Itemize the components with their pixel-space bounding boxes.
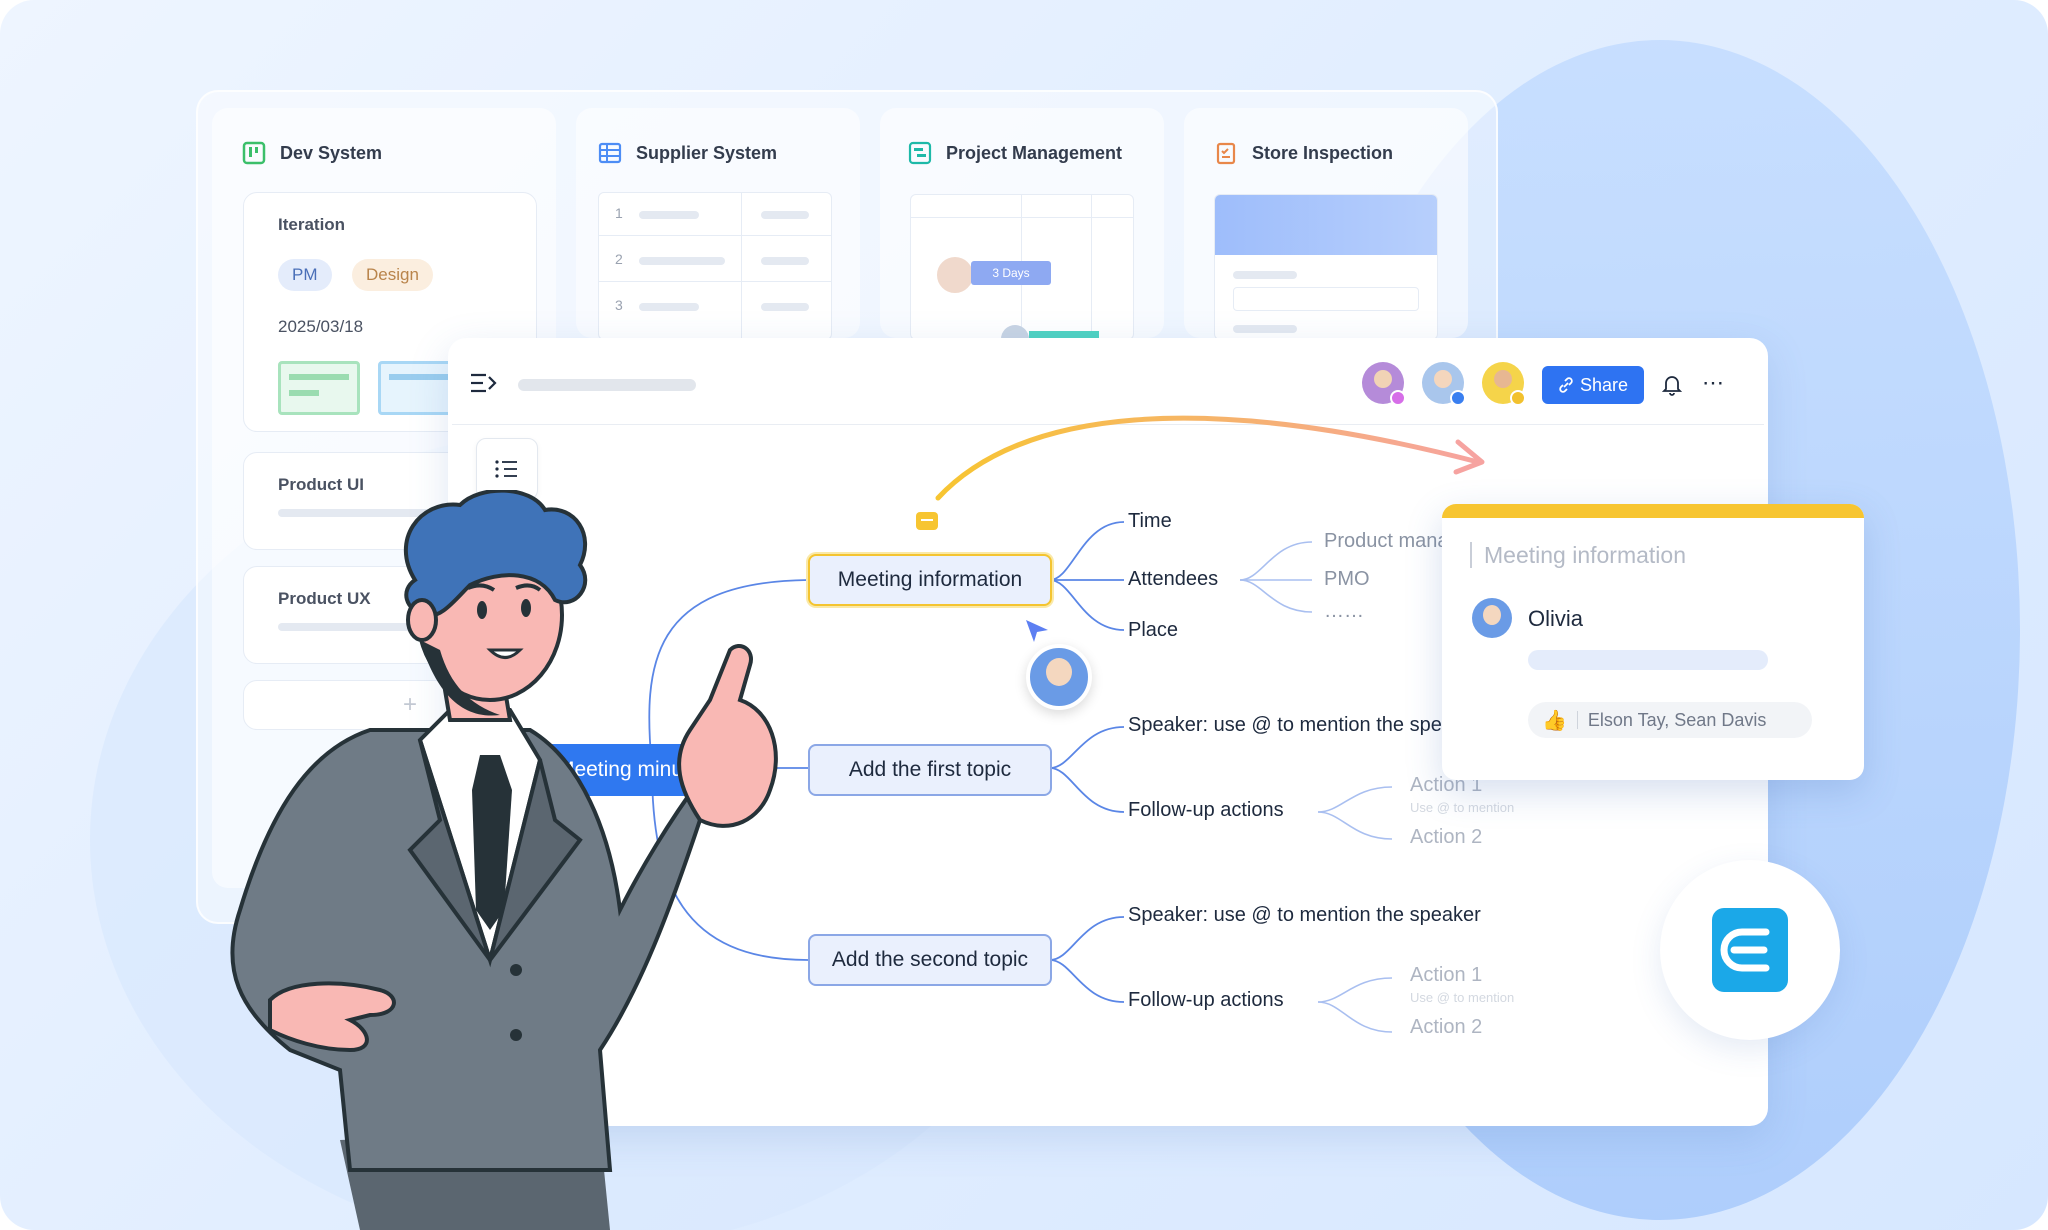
leaf-follow-up[interactable]: Follow-up actions <box>1128 799 1284 821</box>
comment-icon[interactable] <box>916 512 938 530</box>
window-toolbar: Share ⋯ <box>452 342 1764 425</box>
card-title: Project Management <box>946 142 1123 163</box>
leaf-attendee[interactable]: …… <box>1324 600 1364 622</box>
row-number: 3 <box>615 297 623 313</box>
share-label: Share <box>1579 374 1629 395</box>
link-icon <box>1559 377 1573 393</box>
popup-title: Meeting information <box>1470 542 1686 568</box>
task-bar[interactable] <box>1029 331 1099 339</box>
collaborator-avatar <box>1026 644 1092 710</box>
thumbnail <box>378 361 460 415</box>
avatar[interactable] <box>1422 362 1466 406</box>
node-second-topic[interactable]: Add the second topic <box>808 934 1052 986</box>
tag-pm[interactable]: PM <box>278 259 332 291</box>
row-number: 1 <box>615 205 623 221</box>
comment-user: Olivia <box>1528 606 1584 631</box>
supplier-system-card[interactable]: Supplier System 1 2 3 <box>576 108 860 340</box>
leaf-action[interactable]: Action 1 <box>1410 964 1483 986</box>
inspection-form[interactable] <box>1214 194 1438 340</box>
leaf-attendees[interactable]: Attendees <box>1128 568 1219 590</box>
kanban-icon <box>242 141 266 165</box>
card-title: Dev System <box>280 142 383 163</box>
iteration-date: 2025/03/18 <box>278 317 364 336</box>
mindmap-connectors <box>648 521 1393 1033</box>
leaf-speaker[interactable]: Speaker: use @ to mention the speaker <box>1128 904 1481 926</box>
node-first-topic[interactable]: Add the first topic <box>808 744 1052 796</box>
document-title-placeholder <box>518 379 696 391</box>
app-logo-icon <box>1712 908 1788 992</box>
card-title: Supplier System <box>636 142 778 163</box>
avatar[interactable] <box>1362 362 1406 406</box>
app-logo-badge <box>1660 860 1840 1040</box>
row-number: 2 <box>615 251 623 267</box>
avatar <box>1001 325 1029 339</box>
presenter-illustration <box>230 490 778 1230</box>
group-title: Product UI <box>278 475 364 494</box>
column-title: Iteration <box>278 215 346 234</box>
avatar <box>1472 598 1512 638</box>
iteration-column[interactable]: Iteration PM Design 2025/03/18 <box>243 192 537 432</box>
outline-list-icon <box>495 460 517 478</box>
table-icon <box>598 142 622 164</box>
bell-icon[interactable] <box>1662 374 1682 396</box>
store-inspection-card[interactable]: Store Inspection <box>1184 108 1468 340</box>
plus-icon: + <box>402 691 417 718</box>
card-title: Store Inspection <box>1252 142 1394 163</box>
action-hint: Use @ to mention <box>1410 800 1515 815</box>
checklist-icon <box>1216 142 1236 165</box>
leaf-attendee[interactable]: Product manager <box>1324 530 1478 552</box>
data-table[interactable]: 1 2 3 <box>598 192 832 340</box>
gantt-icon <box>908 141 932 165</box>
leaf-attendee[interactable]: PMO <box>1324 568 1370 590</box>
avatar[interactable] <box>1482 362 1526 406</box>
project-management-card[interactable]: Project Management 3 Days <box>880 108 1164 340</box>
leaf-action[interactable]: Action 2 <box>1410 1016 1483 1038</box>
action-hint: Use @ to mention <box>1410 990 1515 1005</box>
menu-expand-icon[interactable] <box>470 372 498 394</box>
leaf-speaker[interactable]: Speaker: use @ to mention the speaker <box>1128 714 1481 736</box>
more-icon[interactable]: ⋯ <box>1702 370 1725 395</box>
share-button[interactable]: Share <box>1542 366 1644 404</box>
cursor-pointer-icon <box>1026 620 1048 642</box>
gantt-chart[interactable]: 3 Days <box>910 194 1134 340</box>
leaf-follow-up[interactable]: Follow-up actions <box>1128 989 1284 1011</box>
reaction-bar[interactable]: 👍 Elson Tay, Sean Davis <box>1528 702 1812 738</box>
thumbnail <box>278 361 360 415</box>
thumbs-up-icon: 👍 <box>1542 709 1567 732</box>
leaf-time[interactable]: Time <box>1128 510 1172 532</box>
leaf-action[interactable]: Action 2 <box>1410 826 1483 848</box>
leaf-place[interactable]: Place <box>1128 619 1179 641</box>
comment-text-placeholder <box>1528 650 1768 670</box>
task-bar[interactable]: 3 Days <box>971 261 1051 285</box>
comment-popup[interactable]: Meeting information Olivia 👍 Elson Tay, … <box>1442 504 1864 780</box>
node-meeting-information[interactable]: Meeting information <box>808 554 1052 606</box>
tag-design[interactable]: Design <box>352 259 433 291</box>
reactors: Elson Tay, Sean Davis <box>1587 709 1767 730</box>
group-title: Product UX <box>278 589 371 608</box>
